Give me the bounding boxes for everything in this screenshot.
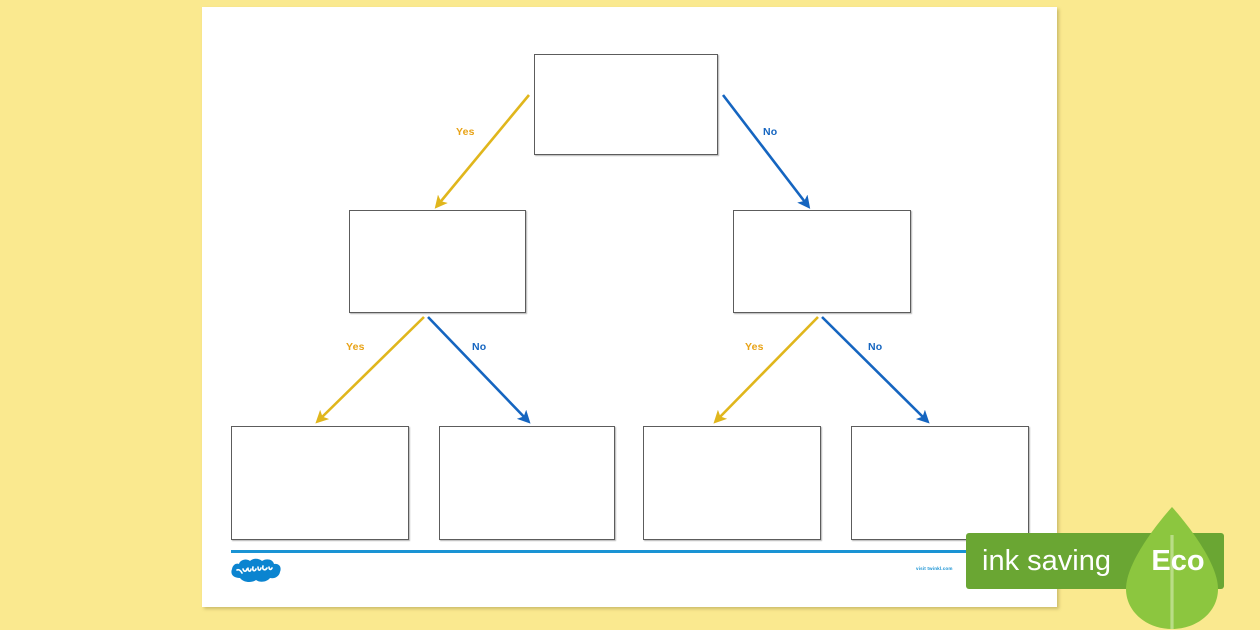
- footer-divider: [231, 550, 1028, 553]
- twinkl-logo[interactable]: [230, 558, 282, 584]
- node-leaf-b[interactable]: [439, 426, 615, 540]
- edge-label-root-no: No: [763, 126, 778, 138]
- edge-label-right-no: No: [868, 341, 883, 353]
- edge-left-yes: [315, 316, 425, 424]
- edge-label-right-yes: Yes: [745, 341, 764, 353]
- node-leaf-d[interactable]: [851, 426, 1029, 540]
- node-leaf-a[interactable]: [231, 426, 409, 540]
- ink-saving-label: ink saving: [982, 545, 1111, 577]
- edge-root-yes: [434, 94, 531, 209]
- node-root[interactable]: [534, 54, 718, 155]
- edge-left-no: [427, 316, 531, 424]
- edge-label-left-no: No: [472, 341, 487, 353]
- edge-label-left-yes: Yes: [346, 341, 365, 353]
- ink-saving-eco-badge: ink saving Eco: [966, 507, 1260, 629]
- node-level1-right[interactable]: [733, 210, 911, 313]
- visit-twinkl-text[interactable]: visit twinkl.com: [916, 566, 953, 571]
- edge-right-no: [821, 316, 930, 424]
- edge-root-no: [721, 94, 811, 209]
- leaf-icon: [1126, 507, 1218, 629]
- eco-label: Eco: [1151, 545, 1205, 577]
- edge-label-root-yes: Yes: [456, 126, 475, 138]
- edge-right-yes: [713, 316, 819, 424]
- node-leaf-c[interactable]: [643, 426, 821, 540]
- node-level1-left[interactable]: [349, 210, 526, 313]
